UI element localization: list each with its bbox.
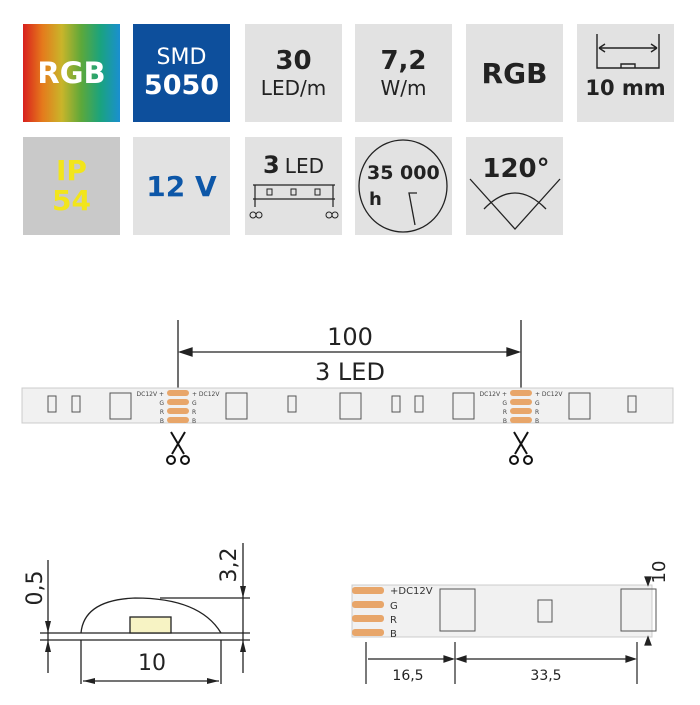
cut-unit: LED bbox=[284, 154, 324, 178]
angle-label: 120° bbox=[482, 154, 549, 184]
cross-section-profile bbox=[40, 543, 250, 684]
rgb-color-tile: RGB bbox=[23, 24, 120, 122]
strip-detail bbox=[351, 584, 653, 638]
pad-label: G bbox=[390, 601, 398, 612]
color-tile: RGB bbox=[466, 24, 563, 122]
smd-type: 5050 bbox=[143, 70, 220, 101]
lifetime-unit: h bbox=[369, 189, 382, 210]
pad-label: R bbox=[535, 409, 539, 416]
lifetime-value: 35 000 bbox=[367, 162, 440, 184]
pad-label: B bbox=[390, 629, 397, 640]
smd-label: SMD bbox=[156, 45, 207, 70]
ip-value: 54 bbox=[52, 184, 91, 217]
pad-label: G bbox=[159, 400, 164, 407]
color-label: RGB bbox=[481, 56, 548, 90]
power-value: 7,2 bbox=[380, 46, 427, 76]
pad-label: B bbox=[160, 418, 164, 425]
segment-dimension bbox=[177, 320, 522, 390]
strip-segment-icon bbox=[249, 184, 339, 219]
cut-unit-tile: 3 LED bbox=[245, 137, 342, 235]
pad-label: B bbox=[192, 418, 196, 425]
width-tile: 10 mm bbox=[577, 24, 674, 122]
pad-label: + DC12V bbox=[192, 391, 220, 398]
detail-components bbox=[439, 588, 657, 632]
beam-angle-tile: 120° bbox=[466, 137, 563, 235]
segment-length-label: 100 bbox=[327, 323, 373, 351]
ip-rating-tile: IP 54 bbox=[23, 137, 120, 235]
pad-label: B bbox=[535, 418, 539, 425]
density-unit: LED/m bbox=[260, 76, 327, 100]
segment-leds-label: 3 LED bbox=[315, 358, 385, 386]
pad-label: R bbox=[390, 615, 397, 626]
pad-label: R bbox=[160, 409, 164, 416]
pad-label: R bbox=[192, 409, 196, 416]
strip-components bbox=[47, 392, 637, 420]
pad-label: + DC12V bbox=[535, 391, 563, 398]
width-dimension-icon bbox=[596, 34, 660, 69]
rgb-label: RGB bbox=[37, 56, 106, 90]
detail-dimensions bbox=[365, 576, 652, 684]
pad-label: R bbox=[503, 409, 507, 416]
thickness-label: 0,5 bbox=[23, 571, 48, 606]
dim-first-label: 16,5 bbox=[392, 668, 423, 684]
cut-count: 3 bbox=[263, 151, 280, 179]
pad-label: G bbox=[192, 400, 197, 407]
pad-label: DC12V + bbox=[137, 391, 164, 398]
pad-label: G bbox=[535, 400, 540, 407]
smd-tile: SMD 5050 bbox=[133, 24, 230, 122]
pad-label: B bbox=[503, 418, 507, 425]
density-value: 30 bbox=[275, 46, 312, 76]
pad-label: G bbox=[502, 400, 507, 407]
led-strip bbox=[21, 387, 674, 424]
pad-label: DC12V + bbox=[480, 391, 507, 398]
dim-width-label: 10 bbox=[649, 561, 670, 584]
width-label: 10 bbox=[138, 651, 166, 676]
led-density-tile: 30 LED/m bbox=[245, 24, 342, 122]
detail-solder-pads bbox=[352, 587, 384, 636]
beam-angle-icon: 120° bbox=[469, 154, 561, 230]
lifetime-tile: 35 000 h bbox=[355, 137, 452, 235]
dim-pitch-label: 33,5 bbox=[530, 668, 561, 684]
power-unit: W/m bbox=[380, 76, 427, 100]
ip-label: IP bbox=[56, 154, 87, 187]
voltage-tile: 12 V bbox=[133, 137, 230, 235]
height-label: 3,2 bbox=[217, 548, 242, 583]
scissors-icon bbox=[166, 431, 190, 465]
width-label: 10 mm bbox=[585, 76, 666, 100]
scissors-icon bbox=[509, 431, 533, 465]
pad-label: +DC12V bbox=[390, 586, 433, 597]
power-tile: 7,2 W/m bbox=[355, 24, 452, 122]
voltage-label: 12 V bbox=[146, 169, 217, 203]
clock-icon: 35 000 h bbox=[358, 139, 448, 233]
solder-pads bbox=[167, 390, 532, 423]
